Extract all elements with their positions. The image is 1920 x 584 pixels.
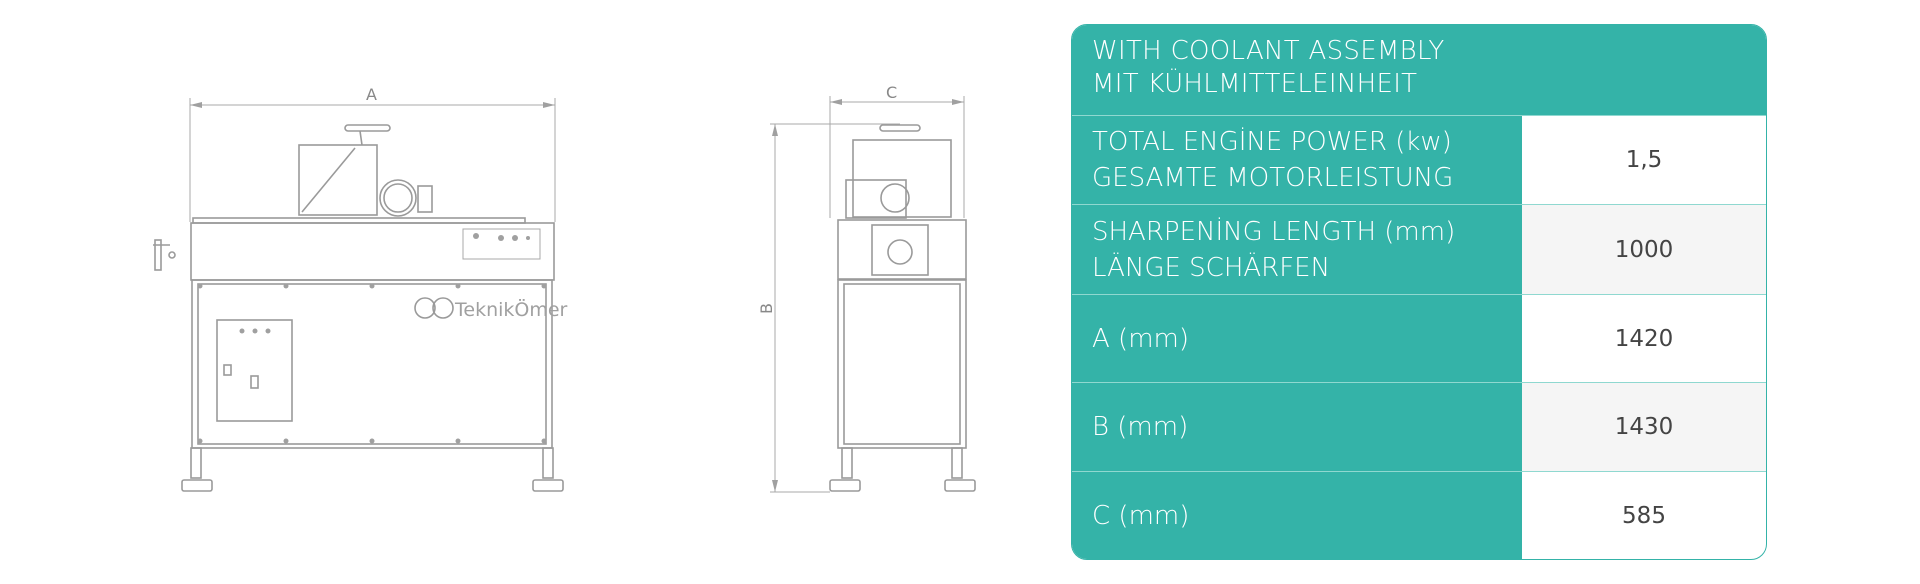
svg-text:TeknikÖmer: TeknikÖmer	[454, 298, 568, 321]
header-line-de: MIT KÜHLMITTELEINHEIT	[1092, 69, 1418, 99]
row-label: TOTAL ENGİNE POWER (kw)	[1092, 127, 1452, 157]
row-label: LÄNGE SCHÄRFEN	[1092, 252, 1331, 283]
row-label: GESAMTE MOTORLEISTUNG	[1092, 163, 1454, 193]
table-row: TOTAL ENGİNE POWER (kw) GESAMTE MOTORLEIS…	[1072, 115, 1766, 204]
row-value: 1420	[1614, 325, 1674, 352]
table-row: A (mm) 1420	[1072, 294, 1766, 382]
dimension-b-label: B	[757, 303, 776, 314]
row-value: 1,5	[1625, 147, 1663, 173]
row-label: B (mm)	[1092, 412, 1189, 442]
side-view-drawing: C B	[757, 83, 976, 493]
header-line-en: WITH COOLANT ASSEMBLY	[1092, 36, 1445, 66]
table-header: WITH COOLANT ASSEMBLY MIT KÜHLMITTELEINH…	[1072, 25, 1766, 115]
dimension-a-label: A	[366, 85, 377, 104]
table-row: SHARPENİNG LENGTH (mm) LÄNGE SCHÄRFEN 100…	[1072, 204, 1766, 294]
row-label: A (mm)	[1092, 323, 1189, 354]
row-label: SHARPENİNG LENGTH (mm)	[1092, 216, 1456, 247]
brand-logo: TeknikÖmer	[414, 297, 568, 321]
row-value: 1000	[1522, 205, 1766, 294]
machine-drawings: A TeknikÖmer	[153, 83, 976, 493]
row-value: 1430	[1522, 383, 1766, 471]
specification-table: WITH COOLANT ASSEMBLY MIT KÜHLMITTELEINH…	[1071, 24, 1767, 560]
table-row: B (mm) 1430	[1072, 382, 1766, 471]
dimension-c-label: C	[886, 83, 897, 102]
front-view-drawing: A TeknikÖmer	[153, 85, 568, 492]
row-value: 585	[1622, 502, 1666, 529]
table-row: C (mm) 585	[1072, 471, 1766, 559]
row-label: C (mm)	[1092, 500, 1190, 531]
